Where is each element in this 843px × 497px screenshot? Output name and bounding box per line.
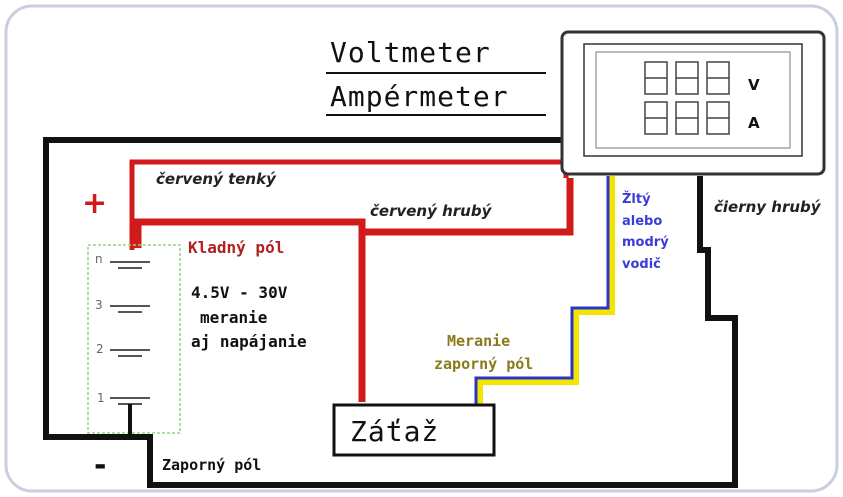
meter-display-inner — [595, 51, 791, 149]
yellow-wire — [477, 176, 615, 414]
title-ampermeter: Ampérmeter — [330, 80, 509, 113]
meter-display — [583, 43, 803, 157]
red-thick-wire-meter — [362, 178, 574, 236]
label-negative-pole: Zaporný pól — [162, 456, 262, 474]
battery-cell-label: 1 — [97, 391, 105, 405]
label-black-thick-wire: čierny hrubý — [714, 198, 821, 216]
label-supply: aj napájanie — [191, 332, 307, 351]
black-wire-bottom — [128, 176, 738, 488]
battery-box — [87, 244, 181, 434]
label-yellow-wire-2: alebo — [622, 214, 663, 229]
label-voltage-range: 4.5V - 30V — [191, 283, 288, 302]
battery-cell-label: n — [95, 252, 103, 266]
meter-digits-current — [644, 101, 730, 135]
title-voltmeter: Voltmeter — [330, 36, 491, 69]
outer-frame — [4, 4, 839, 493]
label-load: Záťaž — [350, 415, 440, 448]
label-measure-negative-1: Meranie — [447, 332, 511, 350]
label-red-thick-wire: červený hrubý — [370, 202, 492, 220]
battery-plus-sign: + — [82, 186, 108, 221]
battery-cells — [110, 261, 150, 405]
label-red-thin-wire: červený tenký — [156, 170, 276, 188]
battery-cell-label: 3 — [95, 298, 103, 312]
unit-voltage: V — [748, 76, 760, 94]
meter-digits-voltage — [644, 61, 730, 95]
battery-minus-sign: - — [94, 448, 107, 483]
label-measure-negative-2: zaporný pól — [434, 355, 534, 373]
blue-wire — [474, 176, 610, 412]
label-positive-pole: Kladný pól — [188, 238, 285, 257]
unit-current: A — [748, 114, 760, 132]
label-yellow-wire-1: Žltý — [622, 192, 651, 207]
battery-cell-label: 2 — [96, 342, 104, 356]
load-box — [332, 403, 496, 457]
red-thick-wire — [134, 218, 366, 402]
label-yellow-wire-3: modrý — [622, 235, 669, 250]
black-wire-left — [43, 137, 566, 440]
label-yellow-wire-4: vodič — [622, 257, 661, 272]
label-measuring: meranie — [200, 308, 268, 327]
